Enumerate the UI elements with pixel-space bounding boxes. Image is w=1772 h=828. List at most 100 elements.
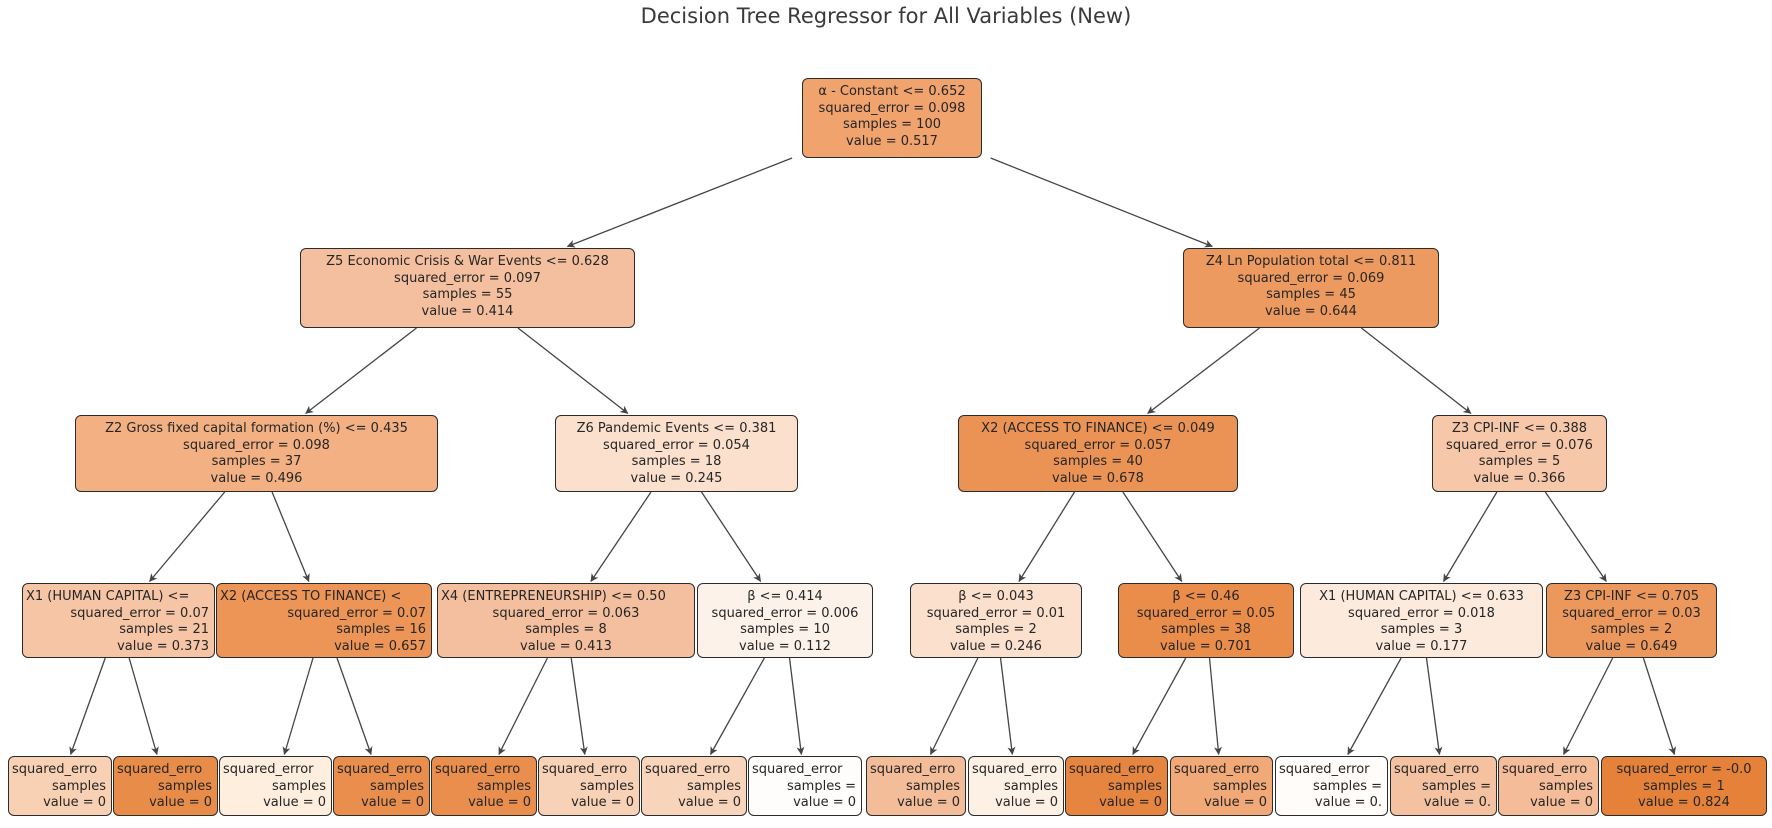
node-text-line: squared_erro xyxy=(1502,762,1588,777)
node-text-line: samples xyxy=(1212,778,1267,794)
node-text-line: samples xyxy=(1107,778,1162,794)
node-text-line: Z5 Economic Crisis & War Events <= 0.628 xyxy=(326,254,609,269)
node-text-line: α - Constant <= 0.652 xyxy=(818,84,966,99)
node-text-line: samples = 18 xyxy=(631,454,722,469)
tree-edge xyxy=(929,657,979,755)
node-text-line: samples = 5 xyxy=(1478,454,1561,469)
node-text-line: squared_error = 0.018 xyxy=(1348,605,1495,621)
node-text-line: X1 (HUMAN CAPITAL) <= 0.633 xyxy=(1319,589,1524,604)
node-text-line: value = 0. xyxy=(1314,795,1382,810)
node-text-line: value = 0.496 xyxy=(210,470,303,486)
node-text-line: Z2 Gross fixed capital formation (%) <= … xyxy=(105,421,408,436)
node-text-line: value = 0 xyxy=(793,795,856,810)
node-text-line: samples xyxy=(157,778,212,794)
node-text-line: value = 0.644 xyxy=(1265,303,1357,319)
node-text-line: value = 0.517 xyxy=(846,133,938,149)
node-text-line: value = 0.824 xyxy=(1638,795,1730,810)
tree-edge xyxy=(1642,657,1676,755)
node-text-line: value = 0.245 xyxy=(630,470,723,486)
node-text-line: value = 0.649 xyxy=(1585,638,1678,654)
node-text-line: value = 0 xyxy=(468,795,531,810)
node-text-line: squared_error = 0.098 xyxy=(818,100,966,116)
node-text-line: samples = 55 xyxy=(422,287,513,302)
tree-edge xyxy=(1562,657,1614,755)
node-text-line: squared_erro xyxy=(645,762,731,777)
node-text-line: squared_error = 0.03 xyxy=(1562,605,1701,621)
tree-edge xyxy=(498,657,549,755)
node-text-line: samples xyxy=(1003,778,1058,794)
node-text-line: squared_error = 0.07 xyxy=(287,605,426,621)
node-text-line: squared_error = 0.006 xyxy=(711,605,859,621)
node-text-line: Z4 Ln Population total <= 0.811 xyxy=(1205,254,1417,269)
node-text-line: X2 (ACCESS TO FINANCE) <= 0.049 xyxy=(981,421,1215,436)
node-text-line: squared_error = 0.054 xyxy=(603,437,750,453)
node-text-line: samples = 100 xyxy=(842,117,941,132)
node-text-line: squared_error = 0.05 xyxy=(1136,605,1276,621)
node-text-line: squared_error = 0.07 xyxy=(70,605,209,621)
node-text-line: value = 0.414 xyxy=(421,303,514,319)
node-text-line: squared_error = 0.098 xyxy=(183,437,330,453)
node-text-line: value = 0 xyxy=(1204,795,1267,810)
node-text-line: samples = 1 xyxy=(1643,778,1725,794)
node-text-line: β <= 0.46 xyxy=(1172,589,1240,604)
node-text-line: squared_error = 0.063 xyxy=(492,605,640,621)
node-text-line: samples = 10 xyxy=(740,622,830,637)
node-text-line: squared_erro xyxy=(1069,762,1155,777)
node-text-line: samples = 2 xyxy=(1590,622,1673,637)
node-text-line: X4 (ENTREPRENEURSHIP) <= 0.50 xyxy=(441,589,666,604)
node-text-line: value = 0 xyxy=(43,795,106,810)
tree-node-x1-human-capital: X1 (HUMAN CAPITAL) <=squared_error = 0.0… xyxy=(22,583,215,658)
node-text-line: squared_error = 0.097 xyxy=(394,270,541,286)
node-text-line: squared_error = 0.076 xyxy=(1446,437,1593,453)
node-text-line: squared_erro xyxy=(1174,762,1260,777)
node-text-line: value = 0.366 xyxy=(1473,470,1566,486)
node-text-line: squared_error xyxy=(223,762,314,777)
node-text-line: samples = 2 xyxy=(955,622,1037,637)
node-text-line: samples xyxy=(51,778,106,794)
node-text-line: samples = 37 xyxy=(211,454,302,469)
tree-edge xyxy=(305,327,417,415)
node-text-line: value = 0 xyxy=(361,795,424,810)
node-text-line: X1 (HUMAN CAPITAL) <= xyxy=(26,589,190,604)
node-text-line: squared_erro xyxy=(435,762,521,777)
node-text-line: samples xyxy=(686,778,741,794)
node-text-line: squared_erro xyxy=(1394,762,1480,777)
node-text-line: value = 0.177 xyxy=(1375,638,1468,654)
node-text-line: squared_error = 0.069 xyxy=(1237,270,1385,286)
node-text-line: value = 0 xyxy=(571,795,634,810)
tree-edge xyxy=(999,657,1016,755)
tree-edge xyxy=(1544,491,1607,582)
node-text-line: samples xyxy=(369,778,424,794)
node-text-line: value = 0. xyxy=(1423,795,1491,810)
node-text-line: value = 0.112 xyxy=(739,638,831,654)
tree-edge xyxy=(700,491,762,582)
tree-edge xyxy=(1425,657,1443,755)
node-text-line: samples = 40 xyxy=(1053,454,1143,469)
tree-edge xyxy=(566,157,793,248)
node-text-line: samples xyxy=(271,778,326,794)
node-text-line: value = 0 xyxy=(897,795,960,810)
node-text-line: value = 0.701 xyxy=(1160,638,1252,654)
node-text-line: samples = 21 xyxy=(119,622,209,637)
tree-edge xyxy=(517,327,629,415)
node-text-line: value = 0.657 xyxy=(334,638,426,654)
node-text-line: value = 0.413 xyxy=(520,638,612,654)
tree-edge xyxy=(590,491,652,582)
node-text-line: squared_error = 0.057 xyxy=(1024,437,1172,453)
node-text-line: β <= 0.414 xyxy=(747,589,823,604)
